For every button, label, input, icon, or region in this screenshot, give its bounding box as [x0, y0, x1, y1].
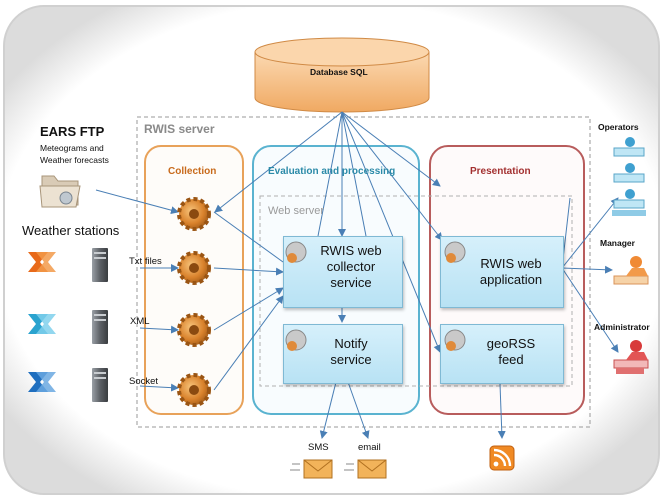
- evaluation-label: Evaluation and processing: [268, 166, 396, 177]
- georss-text: geoRSS feed: [462, 336, 560, 368]
- gear-icon-txt: [177, 251, 211, 285]
- input-label-xml: XML: [130, 316, 150, 327]
- operators-icon: [612, 137, 646, 216]
- database-cylinder: [254, 37, 430, 113]
- email-envelope-icon: [344, 459, 387, 479]
- collection-label: Collection: [168, 166, 217, 177]
- webapp-line-2: application: [479, 272, 543, 287]
- server-icon-xml: [92, 310, 108, 344]
- ears-ftp-title: EARS FTP: [40, 124, 105, 139]
- collector-service-text: RWIS web collector service: [303, 243, 399, 291]
- webapp-text: RWIS web application: [462, 256, 560, 288]
- input-label-txt: Txt files: [129, 256, 162, 267]
- manager-icon: [613, 256, 649, 285]
- weather-stations-title: Weather stations: [22, 223, 120, 238]
- input-label-socket: Socket: [129, 376, 159, 387]
- operators-label: Operators: [598, 122, 639, 132]
- connection-arrows: [95, 111, 619, 439]
- administrator-icon: [613, 340, 649, 374]
- webapp-line-1: RWIS web: [480, 256, 542, 271]
- ears-ftp-subtitle-1: Meteograms and: [40, 143, 104, 153]
- database-label: Database SQL: [310, 67, 368, 77]
- collector-line-3: service: [330, 275, 372, 290]
- presentation-label: Presentation: [470, 166, 531, 177]
- notify-line-2: service: [330, 352, 372, 367]
- ears-ftp-subtitle-2: Weather forecasts: [40, 155, 109, 165]
- notify-service-text: Notify service: [303, 336, 399, 368]
- georss-line-2: feed: [498, 352, 524, 367]
- collector-line-2: collector: [326, 259, 376, 274]
- station-icon-xml: [28, 314, 56, 334]
- gear-icon-socket: [177, 373, 211, 407]
- manager-label: Manager: [600, 238, 635, 248]
- gear-icon-xml: [177, 313, 211, 347]
- gear-icon-ftp: [177, 197, 211, 231]
- web-server-label: Web server: [268, 205, 325, 217]
- rss-icon: [489, 445, 515, 471]
- station-icon-txt: [28, 252, 56, 272]
- sms-label: SMS: [308, 442, 329, 453]
- sms-envelope-icon: [290, 459, 333, 479]
- georss-line-1: geoRSS: [486, 336, 536, 351]
- administrator-label: Administrator: [594, 322, 650, 332]
- collector-line-1: RWIS web: [320, 243, 382, 258]
- server-icon-txt: [92, 248, 108, 282]
- email-label: email: [358, 442, 381, 453]
- rwis-server-boundary: [136, 116, 591, 428]
- rwis-server-label: RWIS server: [144, 122, 215, 136]
- web-server-boundary: [259, 195, 573, 387]
- folder-icon: [39, 175, 81, 208]
- server-icon-socket: [92, 368, 108, 402]
- notify-line-1: Notify: [334, 336, 368, 351]
- station-icon-socket: [28, 372, 56, 392]
